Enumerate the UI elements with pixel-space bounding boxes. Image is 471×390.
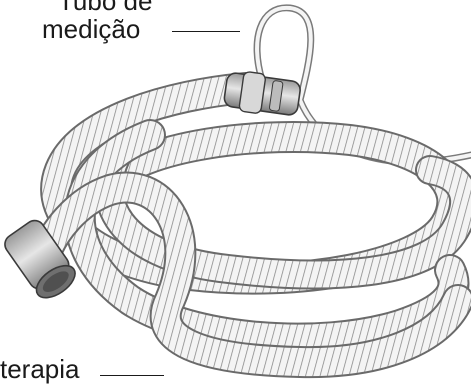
- measurement-tube-label-line2: medição: [42, 16, 140, 42]
- measurement-tube-leader: [172, 31, 240, 32]
- measurement-tube-label-line1: Tubo de: [58, 0, 152, 14]
- therapy-tube-leader: [100, 375, 164, 376]
- therapy-hose: [40, 88, 464, 362]
- therapy-tube-label: terapia: [0, 356, 80, 382]
- tube-connector: [223, 69, 302, 119]
